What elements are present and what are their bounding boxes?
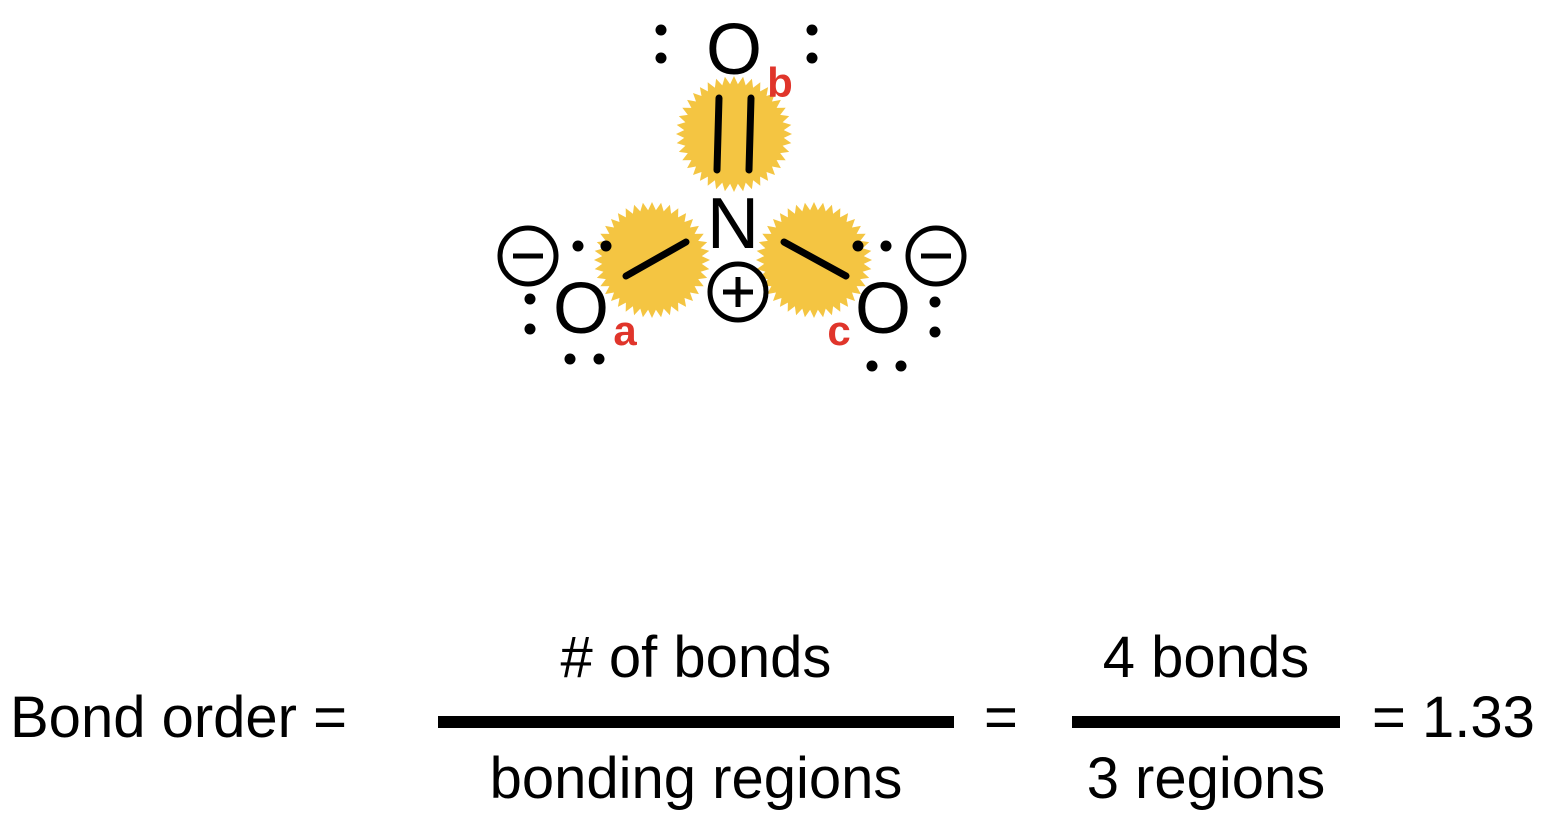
fraction2-bar [1072, 716, 1340, 728]
fraction1-denominator: bonding regions [489, 746, 903, 811]
fraction1-numerator: # of bonds [560, 625, 832, 690]
nitrate-lewis-structure: O N O O b a c [497, 10, 967, 372]
label-c: c [827, 307, 850, 354]
oxygen-b-symbol: O [706, 10, 762, 90]
bond-highlight-b [676, 76, 792, 192]
equation-lhs: Bond order = [10, 685, 347, 750]
fraction1-bar [438, 716, 954, 728]
negative-charge-icon-a [497, 225, 559, 287]
oxygen-a-symbol: O [553, 269, 609, 349]
single-bond-n-oc [780, 238, 850, 280]
fraction2-numerator: 4 bonds [1102, 625, 1310, 690]
lone-pairs [524, 24, 941, 372]
fraction2-denominator: 3 regions [1086, 746, 1326, 811]
nitrogen-symbol: N [707, 184, 759, 264]
single-bond-n-oa [622, 238, 690, 280]
label-b: b [767, 59, 793, 106]
equation-result: = 1.33 [1372, 685, 1535, 750]
double-bond-n-ob [713, 94, 755, 174]
negative-charge-icon-c [905, 225, 967, 287]
equation-equals: = [984, 685, 1018, 750]
label-a: a [613, 307, 637, 354]
oxygen-c-symbol: O [855, 269, 911, 349]
positive-charge-icon [707, 261, 769, 323]
